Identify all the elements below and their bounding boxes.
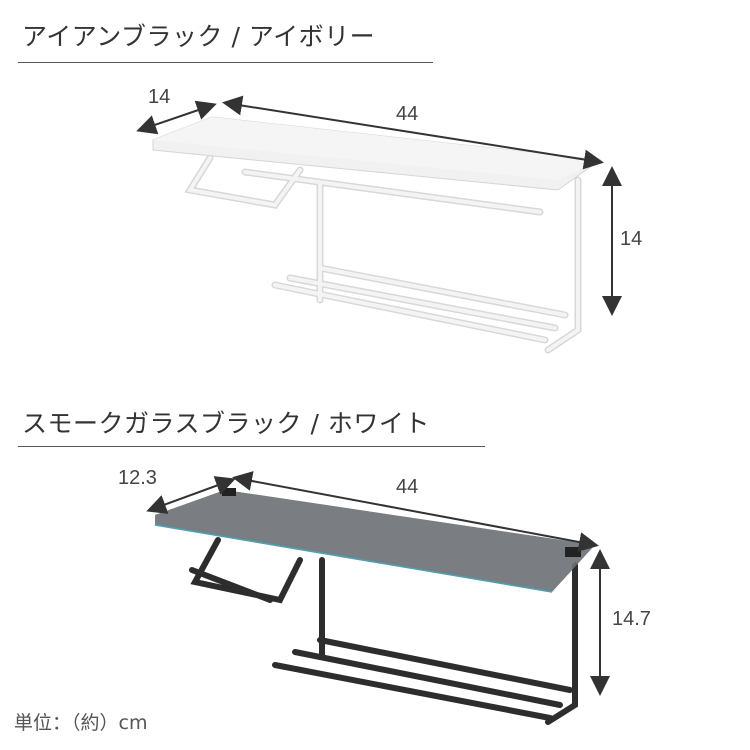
glass-shelf-illustration xyxy=(154,488,595,725)
unit-note: 単位：（約）cm xyxy=(14,712,148,734)
depth-label-2: 12.3 xyxy=(118,467,157,489)
title-divider xyxy=(18,446,485,447)
product-title-2: スモークガラスブラック / ホワイト xyxy=(22,409,430,438)
height-label-2: 14.7 xyxy=(612,608,651,630)
dimension-arrows xyxy=(136,95,622,696)
product-title-1: アイアンブラック / アイボリー xyxy=(22,22,376,51)
depth-label-1: 14 xyxy=(148,86,171,108)
height-label-1: 14 xyxy=(620,228,643,250)
width-label-2: 44 xyxy=(396,476,419,498)
title-divider xyxy=(18,62,433,63)
width-label-1: 44 xyxy=(396,103,419,125)
